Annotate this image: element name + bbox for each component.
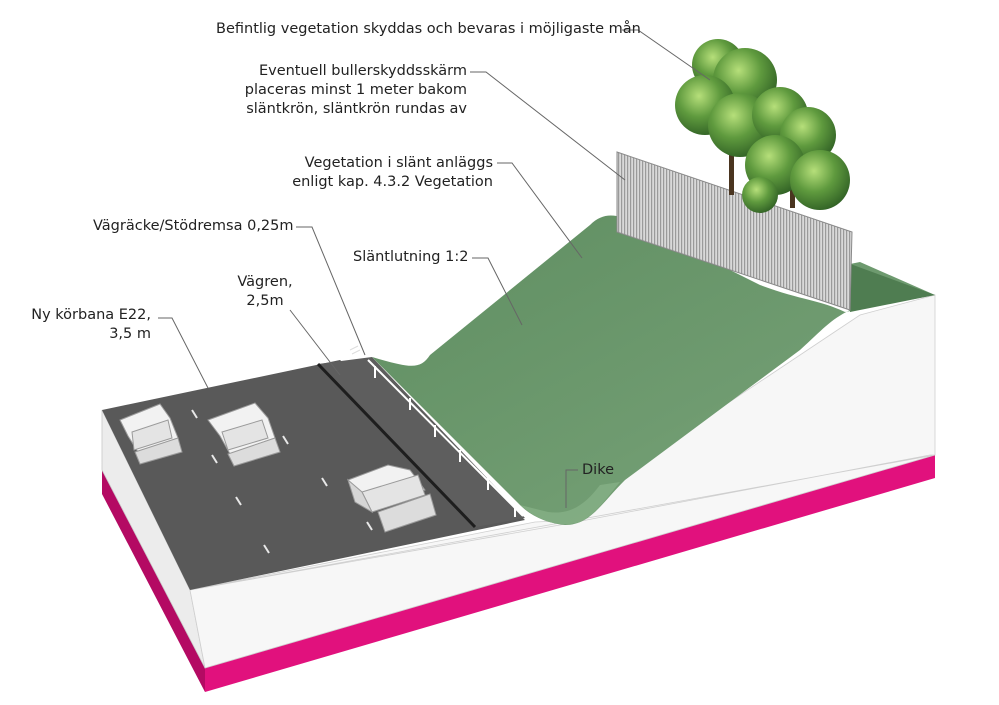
- label-korbana-line-2: 3,5 m: [109, 326, 151, 342]
- label-korbana: Ny körbana E22, 3,5 m: [31, 306, 151, 344]
- vehicle-1: [119, 403, 183, 465]
- lane-markings: [191, 409, 373, 554]
- label-buller-line-3: släntkrön, släntkrön rundas av: [246, 101, 467, 117]
- slope: [372, 215, 935, 525]
- leader-vagren: [289, 309, 341, 376]
- guard-rail: [367, 359, 524, 517]
- label-vagren: Vägren, 2,5m: [226, 273, 304, 311]
- leader-lines: [158, 29, 711, 508]
- base-layer: [102, 455, 935, 692]
- label-bullerskyddsskarm: Eventuell bullerskyddsskärm placeras min…: [245, 62, 467, 119]
- leader-korbana: [158, 317, 209, 389]
- trees: [675, 39, 850, 213]
- leader-vagracke: [296, 226, 366, 356]
- label-vagren-line-2: 2,5m: [246, 293, 284, 309]
- label-korbana-line-1: Ny körbana E22,: [31, 307, 151, 323]
- label-vegetation-line-1: Vegetation i slänt anläggs: [304, 155, 493, 171]
- label-vegetation-line-2: enligt kap. 4.3.2 Vegetation: [292, 174, 493, 190]
- leader-dike: [565, 469, 578, 508]
- leader-slantlutning: [472, 257, 523, 326]
- leader-vegetation: [497, 162, 583, 259]
- vehicle-3: [346, 464, 437, 533]
- leader-befintlig: [622, 29, 711, 81]
- label-vegetation-slant: Vegetation i slänt anläggs enligt kap. 4…: [292, 154, 493, 192]
- rail-marker: [349, 345, 361, 355]
- vehicle-2: [207, 402, 281, 467]
- label-slantlutning: Släntlutning 1:2: [353, 249, 469, 265]
- label-vagren-line-1: Vägren,: [237, 274, 293, 290]
- label-vagracke: Vägräcke/Stödremsa 0,25m: [93, 218, 294, 234]
- label-buller-line-2: placeras minst 1 meter bakom: [244, 82, 467, 98]
- label-befintlig-vegetation: Befintlig vegetation skyddas och bevaras…: [216, 21, 641, 37]
- road-surface: [102, 357, 525, 590]
- label-buller-line-1: Eventuell bullerskyddsskärm: [258, 63, 467, 79]
- leader-buller: [470, 71, 626, 181]
- label-dike: Dike: [582, 462, 614, 478]
